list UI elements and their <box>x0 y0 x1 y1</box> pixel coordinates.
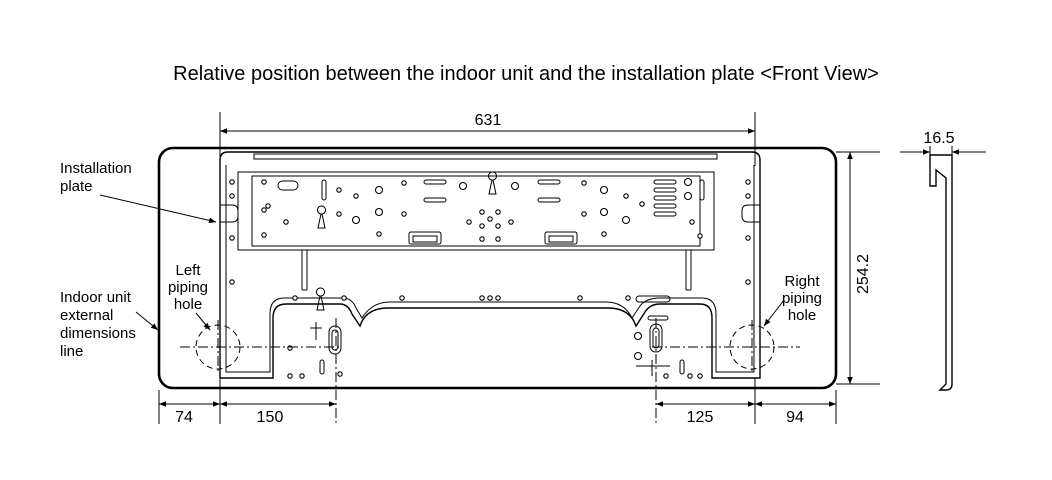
dimension-631: 631 <box>475 112 502 129</box>
dimension-254-2: 254.2 <box>855 254 872 294</box>
right-piping-hole-label-line1: Right <box>784 273 820 290</box>
dimension-16-5: 16.5 <box>923 130 954 147</box>
indoor-unit-label-line4: line <box>60 343 83 360</box>
side-view: 16.5 <box>900 130 986 391</box>
installation-plate-label-line2: plate <box>60 178 93 195</box>
left-piping-hole-label-line1: Left <box>175 262 201 279</box>
indoor-unit-label-line1: Indoor unit <box>60 289 132 306</box>
dimension-94: 94 <box>786 409 804 426</box>
left-piping-hole-label-line2: piping <box>168 279 208 296</box>
right-piping-hole-label-line3: hole <box>788 307 816 324</box>
installation-plate <box>219 151 761 379</box>
indoor-unit-label-line2: external <box>60 307 113 324</box>
diagram-title: Relative position between the indoor uni… <box>173 63 879 85</box>
installation-plate-label-line1: Installation <box>60 160 132 177</box>
dimension-74: 74 <box>175 409 193 426</box>
dimension-125: 125 <box>687 409 714 426</box>
left-piping-hole-label-line3: hole <box>174 296 202 313</box>
indoor-unit-outline <box>157 146 838 390</box>
right-piping-hole-label-line2: piping <box>782 290 822 307</box>
dimension-150: 150 <box>257 409 284 426</box>
indoor-unit-label-line3: dimensions <box>60 325 136 342</box>
